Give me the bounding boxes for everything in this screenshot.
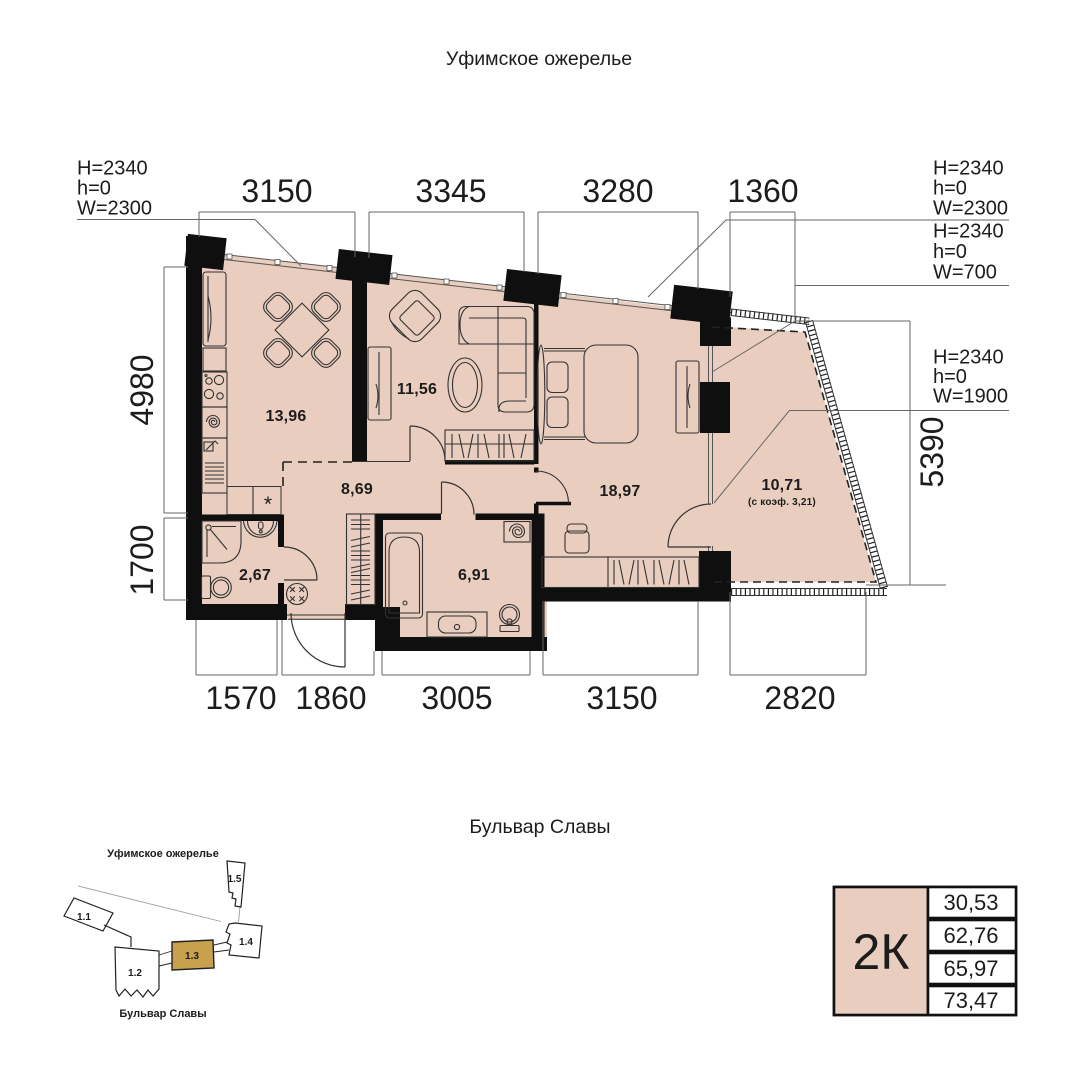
svg-text:3280: 3280 bbox=[582, 173, 653, 209]
svg-text:3005: 3005 bbox=[421, 680, 492, 716]
svg-text:*: * bbox=[264, 493, 272, 516]
svg-text:8,69: 8,69 bbox=[341, 481, 373, 498]
svg-text:1.5: 1.5 bbox=[228, 874, 242, 885]
svg-text:W=1900: W=1900 bbox=[933, 386, 1008, 408]
svg-text:18,97: 18,97 bbox=[599, 483, 640, 500]
svg-text:h=0: h=0 bbox=[77, 178, 111, 200]
svg-text:11,56: 11,56 bbox=[397, 381, 437, 398]
svg-text:1700: 1700 bbox=[124, 524, 160, 595]
svg-text:Бульвар Славы: Бульвар Славы bbox=[119, 1008, 206, 1020]
svg-text:W=2300: W=2300 bbox=[77, 198, 152, 220]
svg-text:6,91: 6,91 bbox=[458, 567, 490, 584]
svg-text:1.1: 1.1 bbox=[77, 912, 91, 923]
svg-text:4980: 4980 bbox=[124, 354, 160, 425]
svg-text:1.4: 1.4 bbox=[239, 937, 253, 948]
svg-text:3150: 3150 bbox=[586, 680, 657, 716]
svg-text:30,53: 30,53 bbox=[943, 890, 998, 915]
svg-text:62,76: 62,76 bbox=[943, 923, 998, 948]
svg-text:(с коэф. 3,21): (с коэф. 3,21) bbox=[748, 496, 816, 508]
svg-text:1360: 1360 bbox=[727, 173, 798, 209]
svg-text:2820: 2820 bbox=[764, 680, 835, 716]
svg-text:h=0: h=0 bbox=[933, 241, 967, 263]
svg-text:h=0: h=0 bbox=[933, 178, 967, 200]
svg-text:13,96: 13,96 bbox=[265, 408, 306, 425]
svg-text:H=2340: H=2340 bbox=[933, 347, 1004, 369]
svg-text:h=0: h=0 bbox=[933, 366, 967, 388]
svg-text:1860: 1860 bbox=[295, 680, 366, 716]
svg-text:3150: 3150 bbox=[241, 173, 312, 209]
svg-text:73,47: 73,47 bbox=[943, 988, 998, 1013]
svg-text:1.2: 1.2 bbox=[128, 968, 142, 979]
svg-text:W=2300: W=2300 bbox=[933, 198, 1008, 220]
svg-text:2К: 2К bbox=[853, 924, 910, 980]
svg-text:H=2340: H=2340 bbox=[933, 158, 1004, 180]
svg-text:5390: 5390 bbox=[914, 416, 950, 487]
svg-text:Уфимское ожерелье: Уфимское ожерелье bbox=[107, 848, 219, 860]
svg-text:W=700: W=700 bbox=[933, 262, 997, 284]
svg-text:1.3: 1.3 bbox=[185, 951, 199, 962]
svg-text:Уфимское ожерелье: Уфимское ожерелье bbox=[446, 48, 632, 70]
svg-text:1570: 1570 bbox=[205, 680, 276, 716]
svg-text:65,97: 65,97 bbox=[943, 956, 998, 981]
svg-text:10,71: 10,71 bbox=[761, 477, 802, 494]
svg-text:H=2340: H=2340 bbox=[933, 221, 1004, 243]
svg-text:2,67: 2,67 bbox=[239, 567, 271, 584]
svg-text:3345: 3345 bbox=[415, 173, 486, 209]
svg-text:Бульвар Славы: Бульвар Славы bbox=[469, 816, 610, 838]
svg-text:H=2340: H=2340 bbox=[77, 158, 148, 180]
